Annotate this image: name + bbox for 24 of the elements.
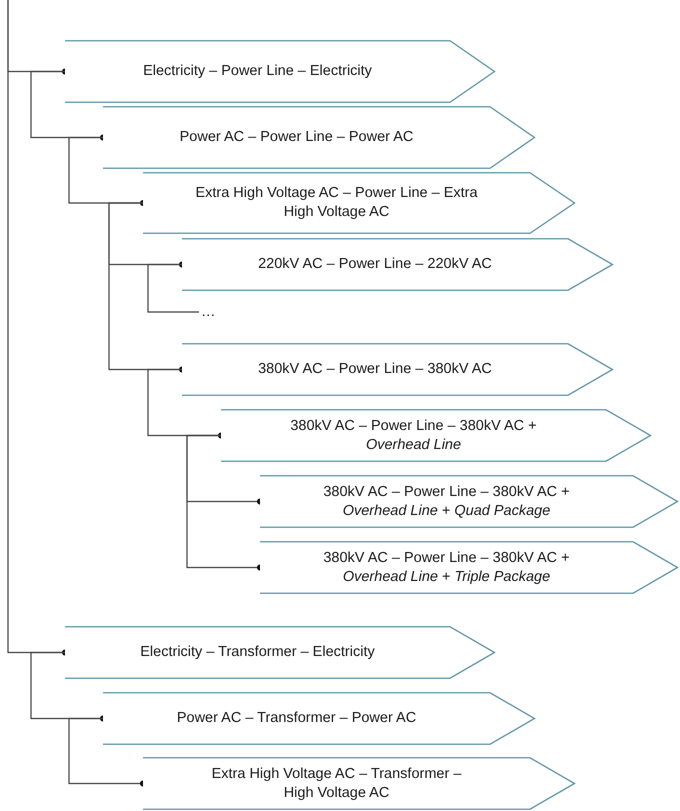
chevron-box [260, 541, 678, 594]
chevron-box [182, 238, 613, 291]
box-label: 220kV AC – Power Line – 220kV AC [258, 255, 492, 274]
tree-connector [147, 264, 199, 313]
chevron-box [143, 757, 575, 810]
box-label: Extra High Voltage AC – Transformer – High Voltage AC [210, 764, 462, 802]
chevron-box [221, 409, 651, 462]
chevron-box [103, 106, 535, 169]
chevron-box [143, 172, 575, 234]
chevron-box [65, 40, 495, 103]
box-label: 380kV AC – Power Line – 380kV AC [258, 360, 492, 379]
chevron-box [103, 692, 535, 745]
branch-label: … [199, 303, 218, 321]
box-label: 380kV AC – Power Line – 380kV AC + Overhead Line + Triple Package [322, 548, 571, 586]
chevron-box [65, 626, 495, 679]
box-label: Extra High Voltage AC – Power Line – Extra High Voltage AC [194, 184, 479, 222]
box-label: Electricity – Power Line – Electricity [143, 62, 372, 81]
box-label: Power AC – Power Line – Power AC [180, 128, 414, 147]
box-label: Electricity – Transformer – Electricity [140, 643, 375, 662]
box-label: 380kV AC – Power Line – 380kV AC + Overhead Line [289, 416, 538, 454]
box-label: 380kV AC – Power Line – 380kV AC + Overhead Line + Quad Package [322, 482, 571, 520]
chevron-box [182, 343, 613, 396]
chevron-box [260, 475, 678, 528]
box-label: Power AC – Transformer – Power AC [176, 709, 416, 728]
